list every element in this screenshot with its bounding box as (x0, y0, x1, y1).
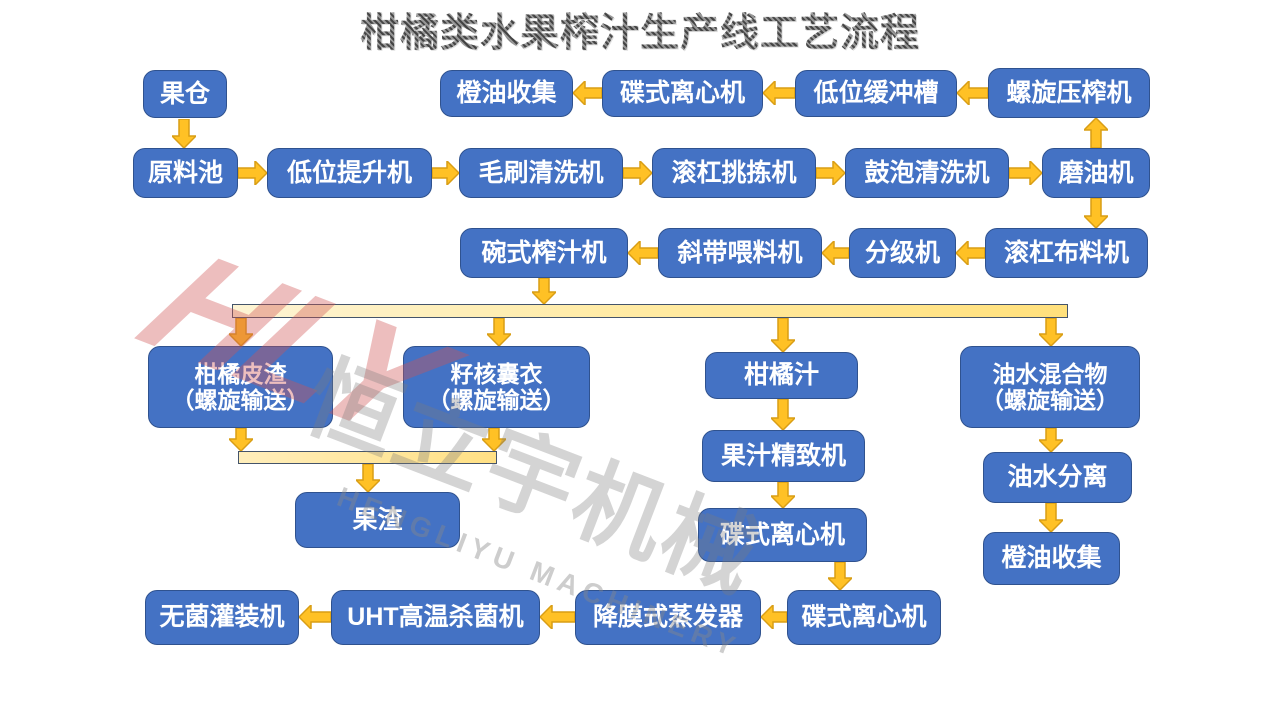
connector-bar-merge (238, 451, 497, 464)
arrow-guocang-to-yuanliaochi (172, 119, 196, 148)
node-jiangmoshi-zhengfaqi: 降膜式蒸发器 (575, 590, 761, 645)
arrow-ganju-zhi-to-guozhi-jingzhiji (771, 399, 795, 430)
arrow-diwei-tishengji-to-maoshua-qingxiji (432, 161, 459, 185)
page-title: 柑橘类水果榨汁生产线工艺流程 (360, 2, 920, 58)
arrow-bar-merge-to-guozha (356, 464, 380, 492)
arrow-ganju-pizha-to-bar-merge (229, 428, 253, 451)
arrow-youshui-fenli-to-chengyou-shouji-2 (1039, 503, 1063, 532)
arrow-gungang-buliaoji-to-fenjiji (956, 241, 985, 265)
node-gungang-tiaojianji: 滚杠挑拣机 (652, 148, 816, 198)
node-yuanliaochi: 原料池 (133, 148, 238, 198)
title-wrap: 柑橘类水果榨汁生产线工艺流程 (0, 2, 1280, 58)
arrow-bar-main-to-zihe-nangyi (487, 318, 511, 346)
arrow-dieshi-lixinji-3-to-jiangmoshi-zhengfaqi (761, 605, 787, 629)
connector-bar-main (232, 304, 1068, 318)
node-diwei-tishengji: 低位提升机 (267, 148, 432, 198)
node-fenjiji: 分级机 (849, 228, 956, 278)
arrow-wanshi-zhazhiji-to-bar-main (532, 278, 556, 304)
arrow-luoxuan-yazhaji-to-diwei-huanchongcao (957, 81, 988, 105)
arrow-fenjiji-to-xiedai-weiliaoji (822, 241, 849, 265)
node-xiedai-weiliaoji: 斜带喂料机 (658, 228, 822, 278)
node-zihe-nangyi: 籽核囊衣 （螺旋输送） (403, 346, 590, 428)
node-youshui-fenli: 油水分离 (983, 452, 1132, 503)
arrow-bar-main-to-youshui-hunhewu (1039, 318, 1063, 346)
node-dieshi-lixinji-2: 碟式离心机 (698, 508, 867, 562)
node-moyouji: 磨油机 (1042, 148, 1150, 198)
arrow-uht-shajunji-to-wujun-guanzhuangji (299, 605, 331, 629)
arrow-diwei-huanchongcao-to-dieshi-lixinji-1 (763, 81, 795, 105)
arrow-gupao-qingxiji-to-moyouji (1009, 161, 1042, 185)
node-gungang-buliaoji: 滚杠布料机 (985, 228, 1148, 278)
node-ganju-zhi: 柑橘汁 (705, 352, 858, 399)
node-gupao-qingxiji: 鼓泡清洗机 (845, 148, 1009, 198)
arrow-dieshi-lixinji-1-to-chengyou-shouji-1 (573, 81, 602, 105)
arrow-gungang-tiaojianji-to-gupao-qingxiji (816, 161, 845, 185)
node-chengyou-shouji-1: 橙油收集 (440, 70, 573, 117)
arrow-moyouji-to-luoxuan-yazhaji (1084, 118, 1108, 148)
node-wanshi-zhazhiji: 碗式榨汁机 (460, 228, 628, 278)
node-guocang: 果仓 (143, 70, 227, 118)
arrow-jiangmoshi-zhengfaqi-to-uht-shajunji (540, 605, 575, 629)
arrow-zihe-nangyi-to-bar-merge (482, 428, 506, 451)
arrow-moyouji-to-gungang-buliaoji (1084, 198, 1108, 228)
node-ganju-pizha: 柑橘皮渣 （螺旋输送） (148, 346, 333, 428)
node-dieshi-lixinji-1: 碟式离心机 (602, 70, 763, 117)
node-guozha: 果渣 (295, 492, 460, 548)
node-maoshua-qingxiji: 毛刷清洗机 (459, 148, 623, 198)
node-guozhi-jingzhiji: 果汁精致机 (702, 430, 865, 482)
node-diwei-huanchongcao: 低位缓冲槽 (795, 70, 957, 117)
arrow-bar-main-to-ganju-zhi (771, 318, 795, 352)
arrow-yuanliaochi-to-diwei-tishengji (238, 161, 267, 185)
arrow-youshui-hunhewu-to-youshui-fenli (1039, 428, 1063, 452)
arrow-xiedai-weiliaoji-to-wanshi-zhazhiji (628, 241, 658, 265)
node-wujun-guanzhuangji: 无菌灌装机 (145, 590, 299, 645)
node-dieshi-lixinji-3: 碟式离心机 (787, 590, 941, 645)
node-uht-shajunji: UHT高温杀菌机 (331, 590, 540, 645)
arrow-dieshi-lixinji-2-to-dieshi-lixinji-3 (828, 562, 852, 590)
arrow-maoshua-qingxiji-to-gungang-tiaojianji (623, 161, 652, 185)
arrow-bar-main-to-ganju-pizha (229, 318, 253, 346)
node-youshui-hunhewu: 油水混合物 （螺旋输送） (960, 346, 1140, 428)
node-chengyou-shouji-2: 橙油收集 (983, 532, 1120, 585)
arrow-guozhi-jingzhiji-to-dieshi-lixinji-2 (771, 482, 795, 508)
node-luoxuan-yazhaji: 螺旋压榨机 (988, 68, 1150, 118)
